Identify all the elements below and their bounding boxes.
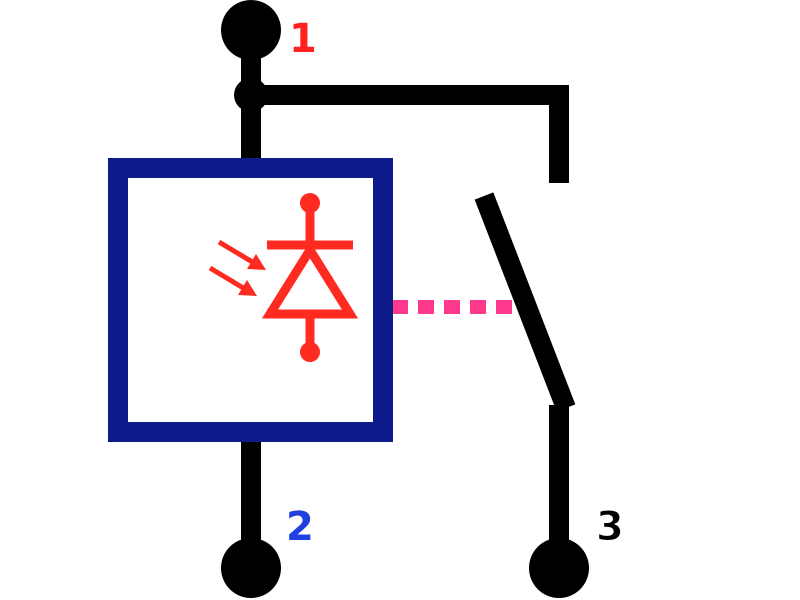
pin-2-terminal[interactable] [221,538,281,598]
pin-1-terminal[interactable] [221,0,281,60]
pin-3-label: 3 [596,504,624,550]
photodiode-icon [261,193,359,362]
wire-branch-to-switch [251,85,569,183]
light-arrows-icon [208,239,266,296]
pin-2-label: 2 [286,504,314,550]
switch-blade [474,192,576,412]
pin-1-label: 1 [289,16,317,62]
junction-dot [234,78,268,112]
